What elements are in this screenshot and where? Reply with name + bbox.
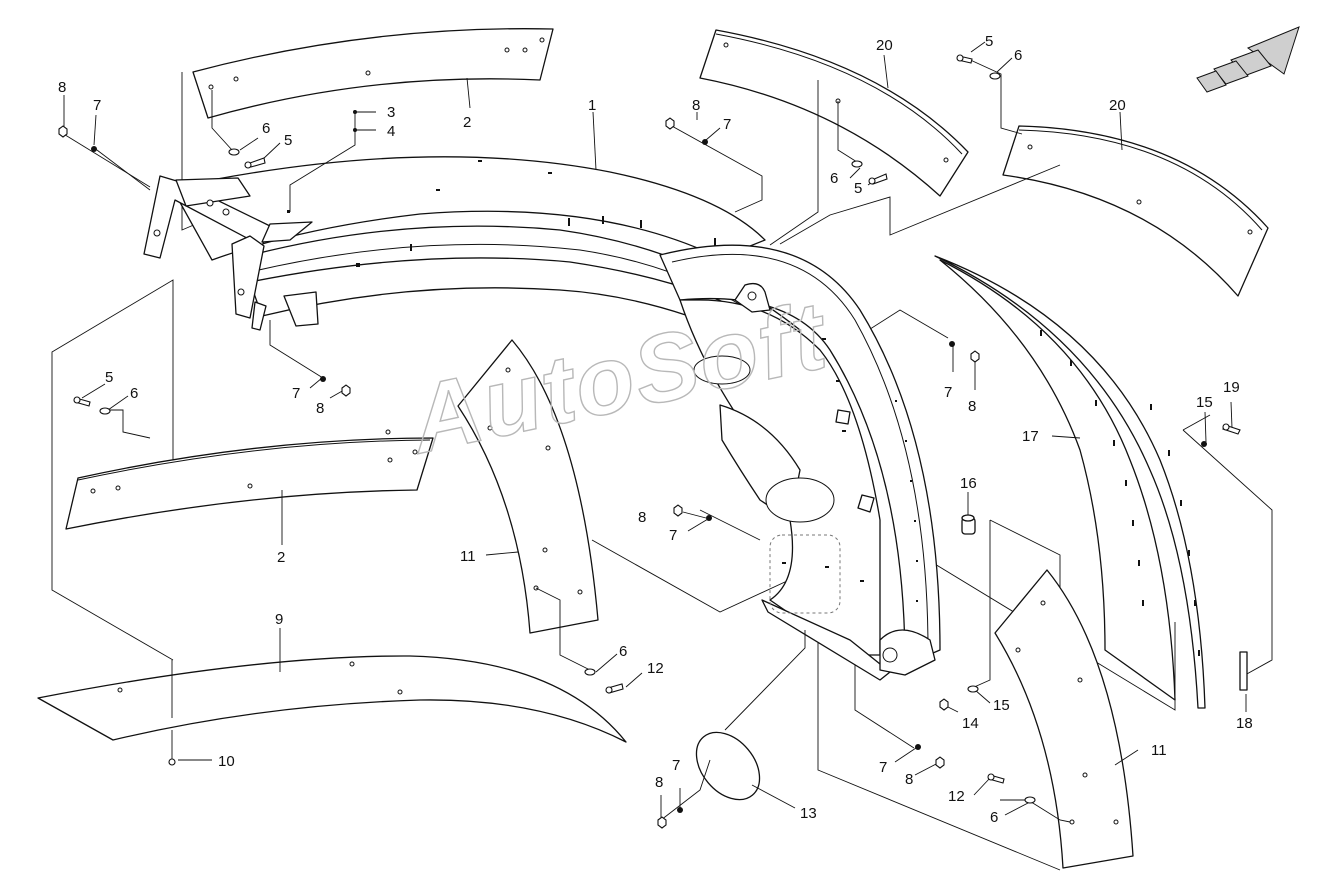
callout-15-b: 15	[1196, 394, 1213, 411]
callout-9: 9	[275, 611, 283, 628]
callout-6-c: 6	[830, 170, 838, 187]
part-20-segment-a	[699, 29, 969, 197]
callout-2-lower: 2	[277, 549, 285, 566]
callout-15-a: 15	[993, 697, 1010, 714]
callout-6-f: 6	[990, 809, 998, 826]
callout-13: 13	[800, 805, 817, 822]
callout-2-upper: 2	[463, 114, 471, 131]
callout-10: 10	[218, 753, 235, 770]
part-20-segment-b	[1002, 125, 1269, 297]
part-9-bottom-lip	[37, 655, 627, 743]
fasteners	[58, 54, 1241, 829]
callout-5-d: 5	[105, 369, 113, 386]
callout-8-g: 8	[655, 774, 663, 791]
callout-8-a: 8	[58, 79, 66, 96]
callout-11-a: 11	[460, 548, 476, 565]
callout-5-a: 5	[284, 132, 292, 149]
callout-7-f: 7	[879, 759, 887, 776]
part-11-panel-right	[994, 569, 1134, 869]
callout-8-c: 8	[316, 400, 324, 417]
callout-8-e: 8	[968, 398, 976, 415]
callout-4: 4	[387, 123, 395, 140]
callout-20-b: 20	[1109, 97, 1126, 114]
callout-7-b: 7	[723, 116, 731, 133]
callout-7-g: 7	[672, 757, 680, 774]
direction-arrow-icon	[1196, 26, 1300, 93]
callout-19: 19	[1223, 379, 1240, 396]
part-17-arch-strip	[934, 255, 1206, 709]
callout-8-d: 8	[638, 509, 646, 526]
callout-5-c: 5	[854, 180, 862, 197]
callout-7-d: 7	[669, 527, 677, 544]
callout-5-b: 5	[985, 33, 993, 50]
callout-6-e: 6	[619, 643, 627, 660]
callout-leader-lines	[61, 41, 1247, 823]
callout-8-b: 8	[692, 97, 700, 114]
callout-labels: 1 2 2 3 4 5 5 5 5 6 6 6 6 6 6 7 7 7 7 7 …	[58, 33, 1253, 826]
callout-6-a: 6	[262, 120, 270, 137]
callout-6-d: 6	[130, 385, 138, 402]
inner-wheel-arch	[659, 244, 941, 681]
callout-6-b: 6	[1014, 47, 1022, 64]
callout-17: 17	[1022, 428, 1039, 445]
callout-16: 16	[960, 475, 977, 492]
callout-11-b: 11	[1151, 742, 1167, 759]
callout-12-a: 12	[647, 660, 664, 677]
callout-12-b: 12	[948, 788, 965, 805]
callout-20-a: 20	[876, 37, 893, 54]
mounting-bracket-left	[143, 175, 319, 331]
callout-7-c: 7	[292, 385, 300, 402]
part-13-round-cover	[695, 731, 761, 801]
callout-8-f: 8	[905, 771, 913, 788]
callout-14: 14	[962, 715, 979, 732]
callout-18: 18	[1236, 715, 1253, 732]
callout-7-a: 7	[93, 97, 101, 114]
callout-7-e: 7	[944, 384, 952, 401]
part-16-spacer	[961, 514, 976, 535]
callout-1: 1	[588, 97, 596, 114]
callout-3: 3	[387, 104, 395, 121]
part-2-lower-strip	[65, 429, 434, 530]
part-2-upper-strip	[192, 28, 554, 119]
part-18-flap	[1239, 651, 1248, 691]
